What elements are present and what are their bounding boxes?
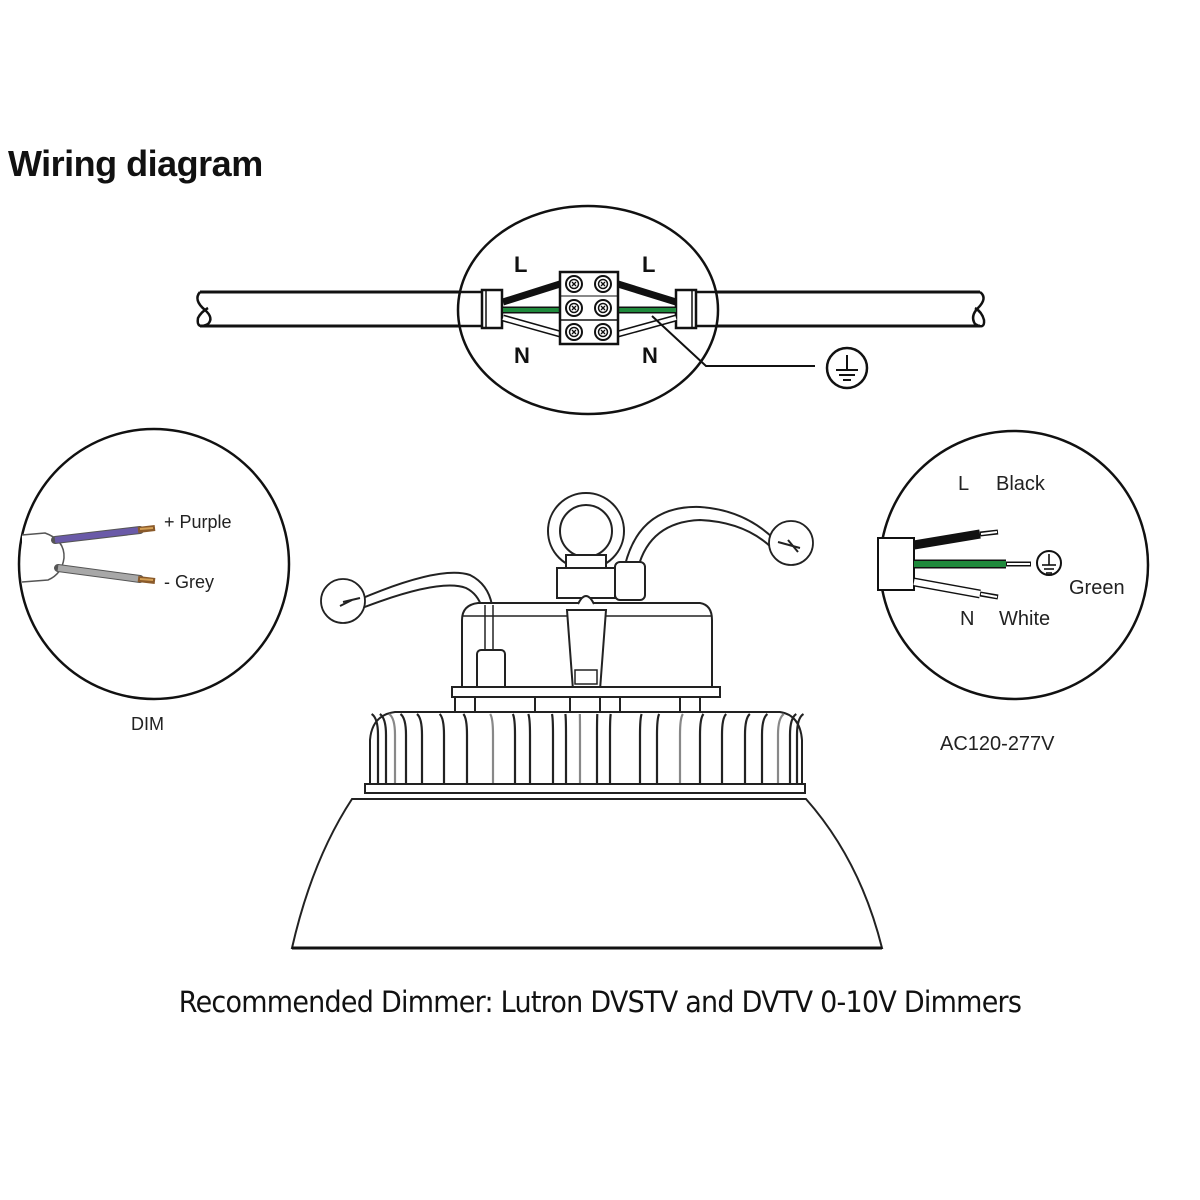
cable-gland — [614, 561, 646, 601]
ground-leader-line — [651, 315, 815, 367]
heat-sink-fin — [399, 713, 408, 786]
heat-sink-fin — [564, 713, 568, 786]
heat-sink — [364, 711, 806, 794]
terminal-screw — [594, 299, 612, 317]
driver-housing — [451, 595, 721, 698]
heat-sink-fin — [416, 713, 424, 786]
high-bay-fixture — [290, 492, 884, 950]
left-wires — [501, 280, 562, 338]
heat-sink-fin — [511, 713, 517, 786]
heat-sink-fin — [788, 713, 797, 786]
dim-detail: + Purple - Grey DIM — [17, 427, 291, 734]
dim-magnifier — [17, 427, 291, 701]
ac-label-green: Green — [1069, 577, 1125, 599]
dim-caption: DIM — [131, 714, 164, 734]
label-line-left: L — [514, 252, 527, 277]
heat-sink-fin — [655, 713, 661, 786]
terminal-screw — [594, 323, 612, 341]
terminal-screw — [565, 323, 583, 341]
heat-sink-fin — [550, 713, 555, 786]
left-cable-end — [458, 288, 504, 330]
left-lead-wire — [357, 571, 493, 606]
heat-sink-fin — [379, 713, 388, 786]
dim-label-purple: + Purple — [164, 512, 232, 532]
terminal-screw — [565, 275, 583, 293]
right-lead-end-icon — [768, 520, 814, 566]
right-lead-wire — [624, 505, 776, 566]
heat-sink-fin — [608, 713, 612, 786]
hanging-eye-bolt — [547, 492, 625, 599]
right-cable — [715, 290, 986, 328]
diagram-title: Wiring diagram — [8, 143, 263, 184]
black-wire — [913, 529, 999, 550]
heat-sink-fin — [776, 713, 785, 786]
left-cable — [196, 290, 462, 328]
heat-sink-fin — [743, 713, 751, 786]
ac-caption: AC120-277V — [940, 733, 1055, 755]
label-neutral-right: N — [642, 343, 658, 368]
heat-sink-fin — [795, 713, 805, 786]
white-wire — [913, 577, 999, 600]
left-lead-end-icon — [320, 578, 366, 624]
label-neutral-left: N — [514, 343, 530, 368]
heat-sink-fin — [388, 713, 397, 786]
heat-sink-fin — [527, 713, 532, 786]
terminal-block — [558, 270, 620, 346]
dim-label-grey: - Grey — [164, 572, 214, 592]
ac-ground-icon — [1036, 550, 1062, 576]
heat-sink-fin — [698, 713, 705, 786]
heat-sink-fin — [760, 713, 769, 786]
ac-detail: L Black Green N White AC120-277V — [877, 429, 1150, 755]
terminal-screw — [565, 299, 583, 317]
ac-prefix-neutral: N — [960, 608, 974, 630]
label-line-right: L — [642, 252, 655, 277]
recommended-dimmer-note: Recommended Dimmer: Lutron DVSTV and DVT… — [178, 985, 1022, 1019]
heat-sink-fin — [462, 713, 469, 786]
ac-label-white: White — [999, 608, 1050, 630]
heat-sink-fin — [638, 713, 643, 786]
connection-detail: L L N N — [196, 204, 986, 416]
reflector-shade — [290, 798, 884, 949]
ac-prefix-line: L — [958, 473, 969, 495]
purple-wire — [51, 525, 156, 544]
heat-sink-fin — [678, 713, 684, 786]
right-wires — [616, 280, 678, 338]
heat-sink-fin — [370, 713, 380, 786]
grey-wire — [54, 564, 156, 584]
terminal-screw — [594, 275, 612, 293]
right-cable-end — [674, 288, 720, 330]
ac-label-black: Black — [996, 473, 1046, 495]
ground-icon — [825, 346, 869, 390]
heat-sink-fin — [720, 713, 728, 786]
heat-sink-fin — [438, 713, 446, 786]
heat-sink-fin — [489, 713, 495, 786]
